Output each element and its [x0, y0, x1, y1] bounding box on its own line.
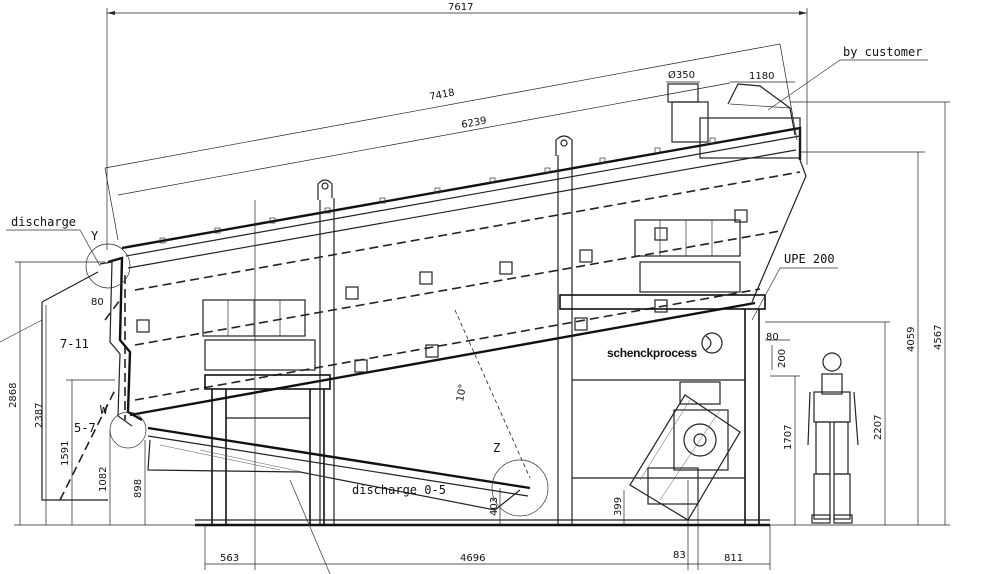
height-left-2387: 2387: [34, 403, 45, 428]
beam-label: UPE 200: [784, 252, 835, 266]
height-support-value: 1707: [783, 425, 794, 450]
dimension-overall-length: 7617: [106, 2, 808, 250]
human-scale-figure: [807, 352, 859, 524]
right-vertical-dimensions: 1707 2207 4059 4567: [760, 101, 950, 526]
fraction-5-7-label: 5-7: [74, 421, 96, 435]
base-83-value: 83: [673, 550, 686, 561]
inlet-diameter-value: Ø350: [668, 69, 695, 81]
height-inlet-value: 4059: [906, 327, 917, 352]
beam-offset-value: 80: [766, 332, 779, 343]
base-563-value: 563: [220, 553, 239, 564]
by-customer-label: by customer: [843, 45, 922, 59]
discharge-chute: [147, 426, 531, 511]
brand-text: schenckprocess: [607, 346, 697, 360]
inlet-width-value: 1180: [749, 71, 774, 82]
dimension-deck-length: 6239: [117, 82, 731, 196]
height-left-1082: 1082: [98, 467, 109, 492]
discharge-fine-label: discharge 0-5: [352, 483, 446, 497]
discharge-label: discharge: [11, 215, 76, 229]
discharge-fine-callout: discharge 0-5: [289, 479, 446, 574]
height-drive-value: 2207: [873, 415, 884, 440]
detail-y-label: Y: [91, 229, 99, 243]
beam-height-value: 200: [777, 349, 788, 368]
screen-length-value: 7418: [429, 88, 456, 103]
by-customer-callout: by customer: [767, 45, 928, 111]
left-labels: discharge 7-11 5-7 80: [0, 215, 104, 435]
detail-z-label: Z: [493, 441, 500, 455]
height-left-898: 898: [133, 479, 144, 498]
lifting-lugs: [317, 135, 573, 525]
left-discharge: [41, 256, 143, 501]
screen-panels: [202, 219, 741, 371]
dimension-inlet: Ø350 1180: [666, 69, 795, 83]
discharge-lip-value: 80: [91, 297, 104, 308]
overall-length-value: 7617: [448, 2, 473, 13]
height-z-403: 403: [489, 497, 500, 516]
height-left-1591: 1591: [60, 441, 71, 466]
angle-value: 10°: [455, 383, 469, 402]
detail-w-label: W: [100, 403, 108, 417]
schenck-process-logo: schenckprocess: [607, 332, 723, 360]
beam-callout: UPE 200 80 200: [751, 252, 838, 370]
height-motor-399: 399: [613, 497, 624, 516]
deck-length-value: 6239: [461, 116, 488, 131]
drive-unit: [629, 381, 741, 521]
screen-body: [121, 117, 807, 420]
height-total-value: 4567: [933, 325, 944, 350]
support-frame: [195, 294, 770, 527]
angle-indicator: 10°: [454, 309, 531, 479]
detail-markers: Y W Z: [85, 229, 549, 517]
small-vertical-dimensions: 403 399: [489, 488, 625, 525]
left-vertical-dimensions: 2868 2387 1591 1082 898: [8, 261, 205, 526]
dimension-screen-length: 7418: [104, 43, 798, 241]
base-4696-value: 4696: [460, 553, 485, 564]
fraction-7-11-label: 7-11: [60, 337, 89, 351]
base-811-value: 811: [724, 553, 743, 564]
inlet-chute: [667, 83, 796, 143]
bottom-dimensions: 563 4696 83 811: [204, 200, 771, 570]
height-left-2868: 2868: [8, 383, 19, 408]
